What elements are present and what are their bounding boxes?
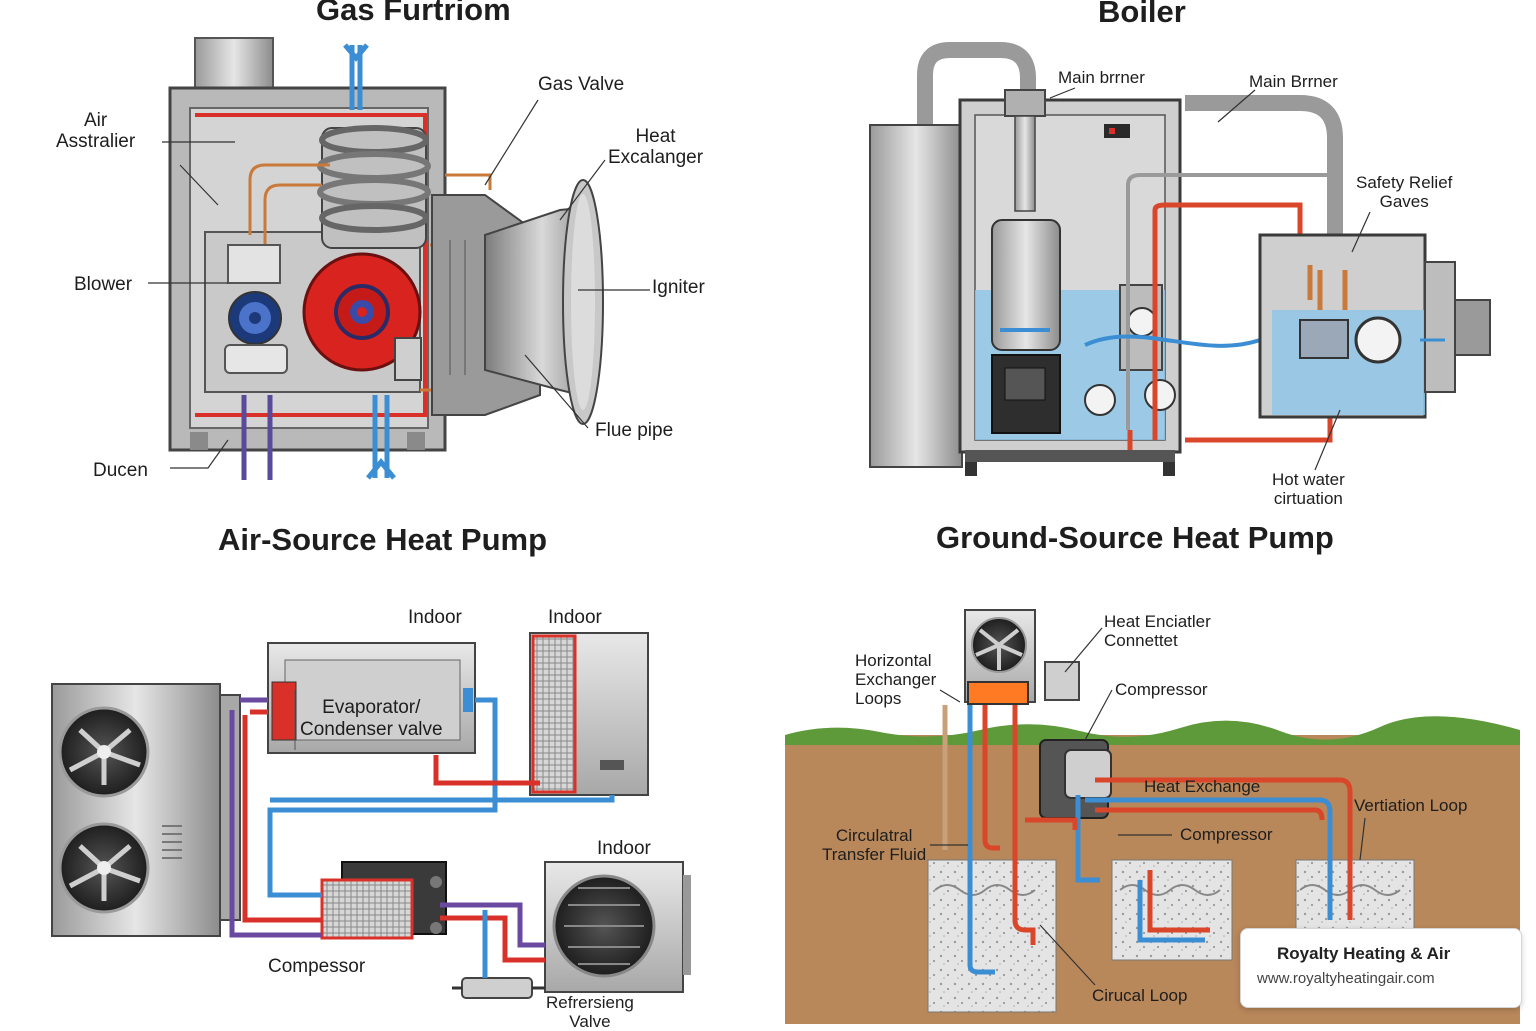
- air-source-title: Air-Source Heat Pump: [218, 522, 548, 557]
- label-indoor-1: Indoor: [408, 607, 462, 628]
- borehole-pit: [1111, 859, 1233, 961]
- label-circulatral: Circulatral Transfer Fluid: [822, 826, 927, 864]
- label-cirucal-loop: Cirucal Loop: [1092, 986, 1188, 1005]
- borehole-pit: [1295, 859, 1415, 931]
- label-hot-water: Hot water cirtuation: [1272, 470, 1345, 508]
- gas-furnace-title: Gas Furtriom: [316, 0, 511, 27]
- label-flue-pipe: Flue pipe: [595, 420, 674, 441]
- furnace-exhaust-collar: [194, 37, 274, 89]
- label-compressor-1: Compressor: [1115, 680, 1208, 699]
- label-indoor-2: Indoor: [548, 607, 602, 628]
- boiler-burner-canister: [991, 219, 1061, 351]
- label-compessor: Compessor: [268, 956, 366, 977]
- grass-layer: [785, 716, 1520, 745]
- flue-cone: [431, 179, 604, 425]
- label-heat-enclosure: Heat Enciatler Connettet: [1104, 612, 1211, 650]
- gas-furnace-diagram: [148, 37, 650, 480]
- label-heat-exchanger: Heat Excalanger: [608, 126, 704, 168]
- reversing-valve: [461, 977, 533, 999]
- ground-source-title: Ground-Source Heat Pump: [936, 520, 1334, 555]
- boiler-title: Boiler: [1098, 0, 1186, 29]
- label-main-burner-1: Main brrner: [1058, 68, 1145, 87]
- label-blower: Blower: [74, 274, 133, 295]
- label-heat-exchange: Heat Exchange: [1144, 777, 1261, 796]
- label-ducen: Ducen: [93, 460, 148, 481]
- label-safety-relief: Safety Relief Gaves: [1356, 173, 1453, 211]
- heat-exchanger-coil: [317, 125, 431, 249]
- label-reversing-valve: Refrersieng Valve: [546, 993, 634, 1031]
- boiler-diagram: [869, 42, 1491, 476]
- label-main-burner-2: Main Brrner: [1249, 72, 1338, 91]
- label-air-assembly: Air Asstralier: [56, 110, 136, 152]
- brand-card: Royalty Heating & Air www.royaltyheating…: [1240, 928, 1522, 1008]
- label-vertical-loop: Vertiation Loop: [1354, 796, 1468, 815]
- brand-name: Royalty Heating & Air: [1277, 944, 1451, 963]
- air-source-diagram: [51, 632, 691, 999]
- borehole-pit: [927, 859, 1057, 1013]
- label-gas-valve: Gas Valve: [538, 74, 625, 95]
- label-indoor-3: Indoor: [597, 838, 651, 859]
- label-horizontal-loops: Horizontal Exchanger Loops: [855, 651, 937, 708]
- brand-url: www.royaltyheatingair.com: [1257, 970, 1435, 987]
- label-compressor-2: Compressor: [1180, 825, 1273, 844]
- label-evaporator: Evaporator/ Condenser valve: [300, 697, 443, 740]
- boiler-side-tank: [869, 124, 963, 468]
- label-igniter: Igniter: [652, 277, 705, 298]
